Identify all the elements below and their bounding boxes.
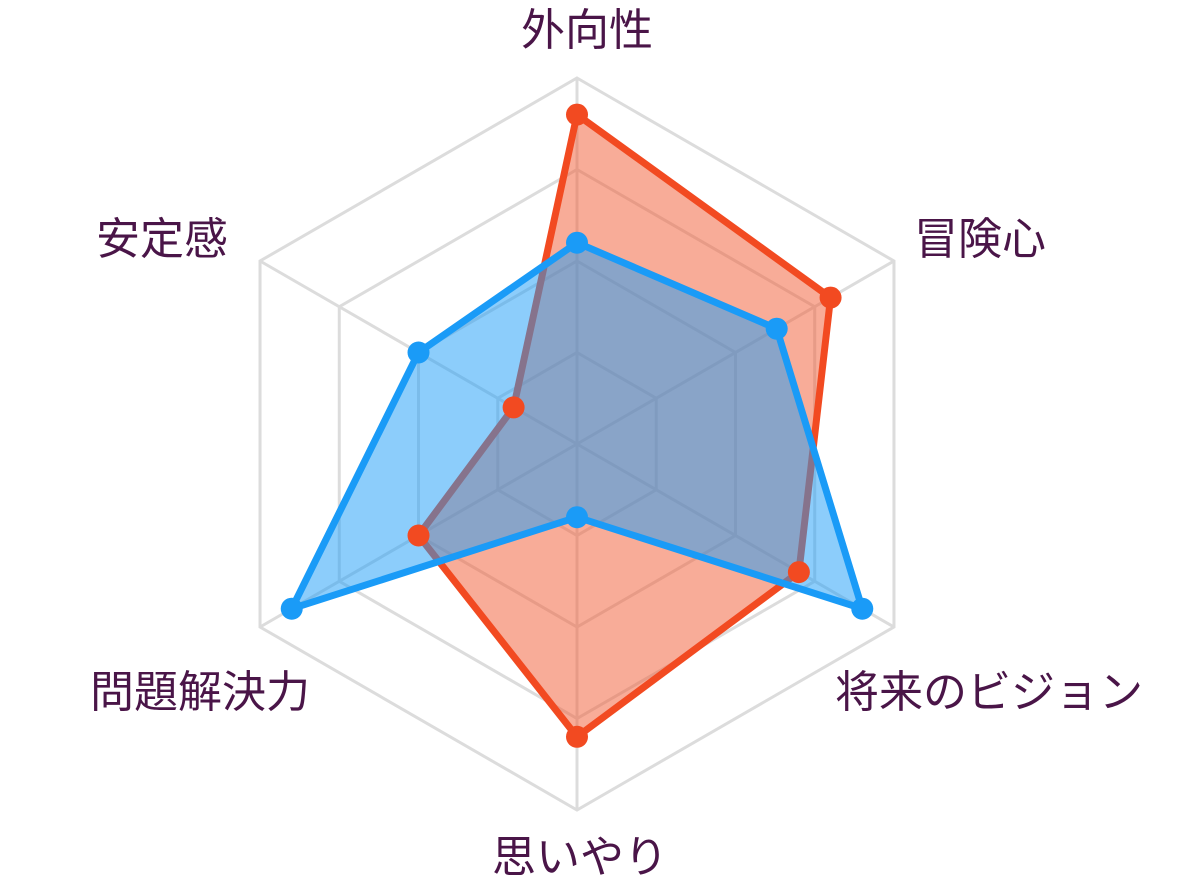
axis-label-4: 問題解決力 [90, 667, 310, 718]
series-red-points [407, 103, 842, 748]
series-red-point-1 [819, 286, 842, 309]
axis-label-1: 冒険心 [914, 214, 1046, 265]
series-blue-point-2 [851, 597, 874, 620]
series-red-point-0 [566, 103, 588, 126]
axis-label-0: 外向性 [521, 5, 653, 56]
series-blue-point-3 [566, 506, 588, 529]
series-blue-points [280, 231, 874, 620]
series-blue-point-0 [566, 231, 588, 254]
series-red-point-5 [502, 396, 525, 419]
axis-label-2: 将来のビジョン [835, 667, 1143, 718]
axis-labels: 外向性 冒険心 将来のビジョン 思いやり 問題解決力 安定感 [90, 5, 1143, 883]
series-red-point-2 [787, 561, 810, 584]
series-blue-point-5 [407, 341, 430, 364]
series-red-point-3 [566, 725, 588, 748]
axis-label-5: 安定感 [96, 214, 228, 265]
axis-label-3: 思いやり [492, 832, 668, 883]
series-blue-point-4 [280, 597, 303, 620]
series-blue-point-1 [765, 317, 788, 340]
series-red-point-4 [407, 524, 430, 547]
radar-series [280, 103, 874, 748]
